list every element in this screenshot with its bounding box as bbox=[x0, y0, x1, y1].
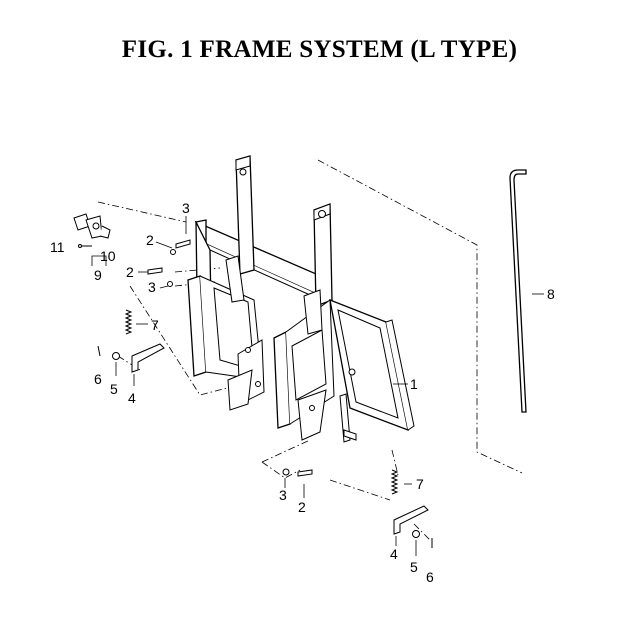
right-bracket bbox=[273, 289, 335, 441]
label-3-upper: 3 bbox=[182, 200, 190, 216]
label-4-right: 4 bbox=[390, 546, 398, 562]
label-4-left: 4 bbox=[128, 390, 136, 406]
label-2-lower: 2 bbox=[298, 499, 306, 515]
label-7-left: 7 bbox=[151, 317, 159, 333]
label-5-left: 5 bbox=[110, 381, 118, 397]
label-3-lower: 3 bbox=[279, 487, 287, 503]
main-frame bbox=[194, 155, 415, 443]
label-11: 11 bbox=[50, 239, 65, 255]
left-bracket bbox=[187, 255, 265, 411]
fasteners bbox=[147, 239, 313, 477]
latch-part-10 bbox=[73, 213, 111, 248]
label-6-left: 6 bbox=[94, 371, 102, 387]
label-5-right: 5 bbox=[410, 559, 418, 575]
label-8: 8 bbox=[547, 286, 555, 302]
label-2-middle: 2 bbox=[126, 264, 134, 280]
rod-part-8 bbox=[509, 169, 527, 413]
label-6-right: 6 bbox=[426, 569, 434, 585]
callout-labels: 1 8 9 10 11 3 2 2 3 7 6 5 4 3 2 7 4 5 6 bbox=[50, 200, 555, 585]
leader-lines bbox=[91, 216, 544, 556]
figure-title: FIG. 1 FRAME SYSTEM (L TYPE) bbox=[121, 36, 518, 63]
label-2-upper: 2 bbox=[146, 232, 154, 248]
clips-washers-pins bbox=[97, 343, 433, 548]
label-3-middle: 3 bbox=[148, 279, 156, 295]
label-9: 9 bbox=[94, 267, 102, 283]
label-1: 1 bbox=[410, 376, 418, 392]
springs bbox=[124, 309, 399, 495]
label-10: 10 bbox=[100, 248, 116, 264]
label-7-right: 7 bbox=[416, 476, 424, 492]
